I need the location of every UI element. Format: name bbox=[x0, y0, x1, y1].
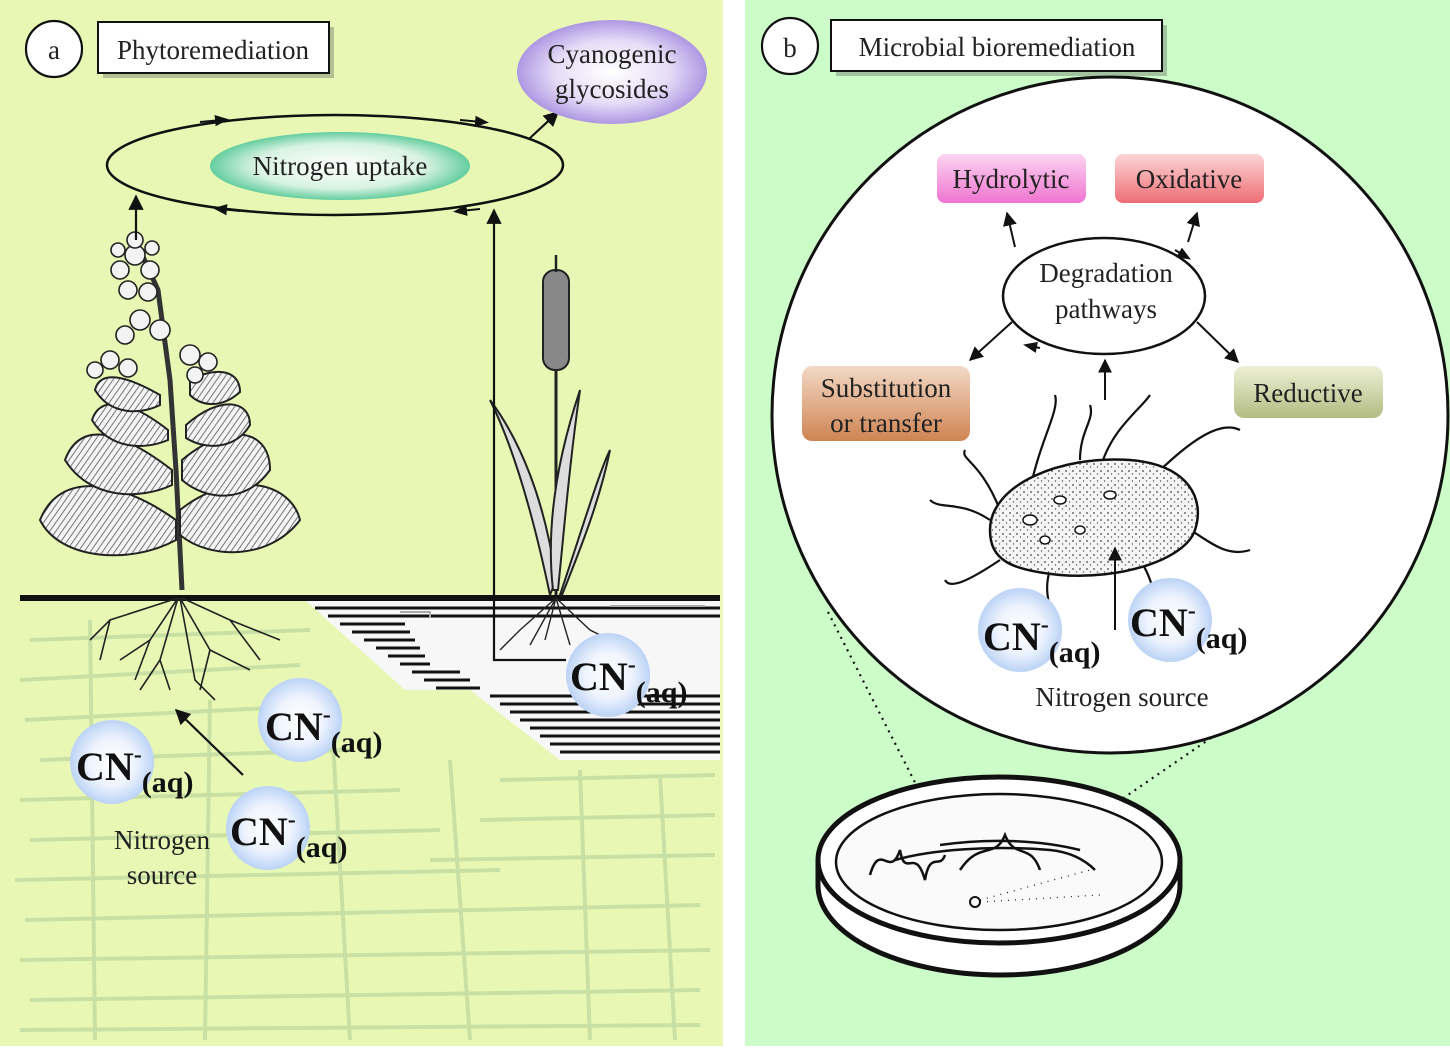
substitution-line2: or transfer bbox=[830, 408, 942, 438]
ion-bubble-water: CN-(aq) bbox=[566, 633, 687, 717]
svg-text:CN-(aq): CN-(aq) bbox=[230, 807, 347, 864]
petri-dish bbox=[815, 774, 1183, 978]
reductive-label: Reductive bbox=[1253, 378, 1362, 408]
nitrogen-uptake-badge bbox=[210, 132, 470, 200]
panel-b-letter: b bbox=[783, 33, 797, 63]
panel-a-header: a Phytoremediation bbox=[24, 19, 334, 79]
panel-a-title-box bbox=[97, 21, 330, 74]
soil-lines bbox=[14, 619, 716, 1041]
oxidative-label: Oxidative bbox=[1136, 164, 1242, 194]
svg-text:CN-(aq): CN-(aq) bbox=[265, 702, 382, 759]
ion-bubble-soil-3: CN-(aq) bbox=[226, 786, 347, 870]
panel-b-title: Microbial bioremediation bbox=[859, 32, 1136, 62]
pathways-ellipse bbox=[1001, 236, 1207, 356]
ion-bubble-soil-2: CN-(aq) bbox=[70, 720, 193, 804]
pathway-hydrolytic: Hydrolytic bbox=[937, 154, 1086, 203]
svg-text:CN-(aq): CN-(aq) bbox=[983, 612, 1100, 669]
panel-a-letter: a bbox=[48, 35, 60, 65]
ion-bubble-b-1: CN-(aq) bbox=[978, 588, 1100, 672]
panel-b-letter-circle bbox=[760, 16, 820, 76]
pathways-line1: Degradation bbox=[1039, 258, 1173, 288]
glycosides-line2: glycosides bbox=[555, 74, 669, 104]
svg-text:CN-(aq): CN-(aq) bbox=[76, 742, 193, 799]
zoom-circle bbox=[770, 75, 1450, 755]
flowering-plant bbox=[38, 231, 302, 701]
panel-a-letter-circle bbox=[24, 19, 84, 79]
pathway-reductive: Reductive bbox=[1234, 366, 1383, 418]
cyanogenic-glycosides: Cyanogenic glycosides bbox=[517, 20, 707, 139]
degradation-pathways: Degradation pathways bbox=[1001, 236, 1207, 356]
substitution-line1: Substitution bbox=[821, 373, 952, 403]
panel-b-source-label: Nitrogen source bbox=[1035, 682, 1208, 712]
panel-a-source-line2: source bbox=[127, 860, 197, 890]
svg-text:CN-(aq): CN-(aq) bbox=[570, 652, 687, 709]
cattail-plant bbox=[489, 255, 611, 651]
ion-bubble-soil-1: CN-(aq) bbox=[258, 678, 382, 762]
nitrogen-uptake-label: Nitrogen uptake bbox=[253, 151, 428, 181]
pathways-line2: pathways bbox=[1055, 294, 1157, 324]
panel-b: Degradation pathways Hydrolytic Oxidativ… bbox=[745, 0, 1450, 1046]
glycosides-badge bbox=[517, 20, 707, 124]
panel-a-title: Phytoremediation bbox=[117, 35, 309, 65]
pathway-substitution: Substitution or transfer bbox=[802, 366, 970, 441]
panel-a-source-line1: Nitrogen bbox=[114, 825, 210, 855]
pathway-arrows bbox=[968, 211, 1240, 630]
pathway-oxidative: Oxidative bbox=[1115, 154, 1264, 203]
uptake-cycle-ring bbox=[105, 113, 565, 217]
ion-bubble-b-2: CN-(aq) bbox=[1128, 578, 1247, 662]
panel-a: Nitrogen uptake Cyanogenic glycosides a … bbox=[0, 0, 723, 1046]
hydrolytic-label: Hydrolytic bbox=[953, 164, 1070, 194]
svg-text:CN-(aq): CN-(aq) bbox=[1130, 598, 1247, 655]
uptake-arrows bbox=[128, 194, 566, 776]
nitrogen-uptake-cycle: Nitrogen uptake bbox=[105, 113, 565, 217]
glycosides-line1: Cyanogenic bbox=[548, 39, 677, 69]
panel-b-header: b Microbial bioremediation bbox=[760, 16, 1167, 76]
panel-b-title-box bbox=[830, 19, 1163, 72]
